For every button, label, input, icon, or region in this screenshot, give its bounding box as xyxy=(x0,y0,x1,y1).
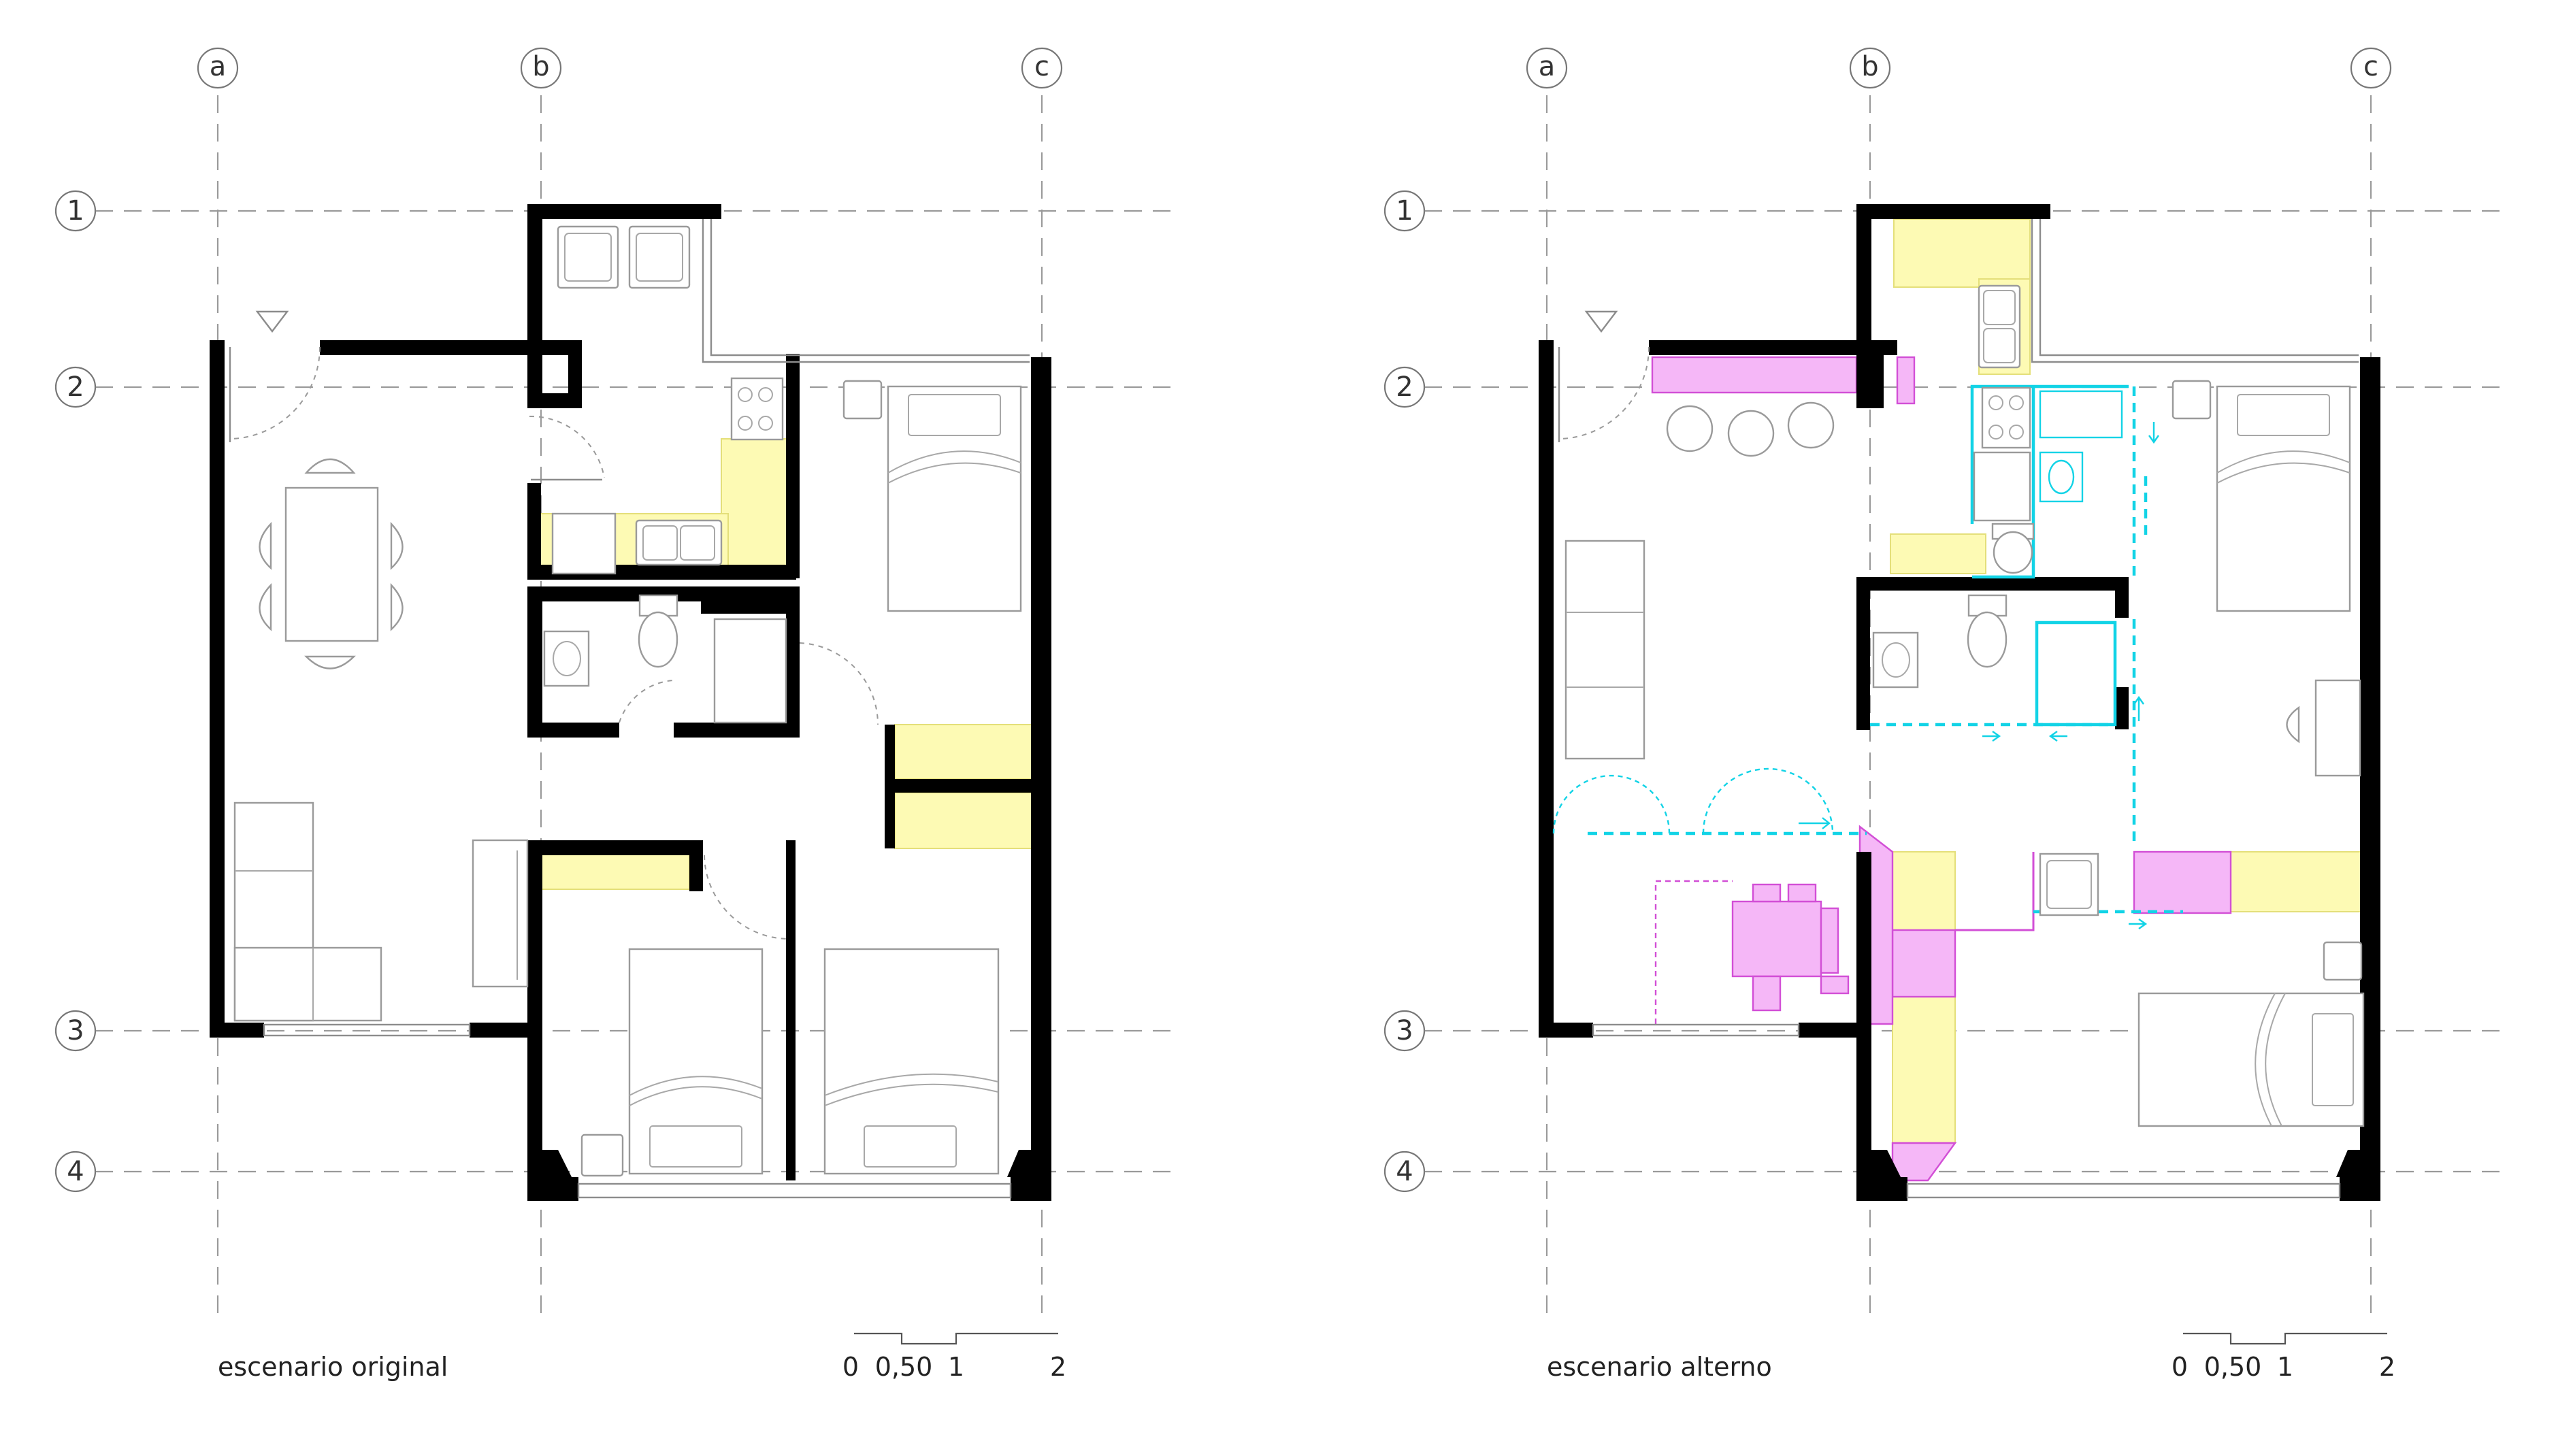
grid-row-label: 3 xyxy=(67,1015,84,1046)
scale-label: 0 xyxy=(2172,1352,2188,1382)
grid-row-label: 3 xyxy=(1396,1015,1413,1046)
grid-column-markers: a b c xyxy=(197,47,1063,89)
furniture xyxy=(1558,284,2365,1127)
grid-row-label: 4 xyxy=(1396,1156,1413,1187)
plan-caption: escenario alterno xyxy=(1547,1352,1772,1382)
scale-label: 0,50 xyxy=(2204,1352,2262,1382)
furniture xyxy=(229,225,1022,1177)
grid-row-markers: 1 2 3 4 xyxy=(54,190,97,1193)
grid-row-label: 4 xyxy=(67,1156,84,1187)
scale-label: 0,50 xyxy=(875,1352,933,1382)
new-furniture xyxy=(1651,356,2232,1182)
windows xyxy=(1592,219,2359,1199)
grid-column-label: c xyxy=(1034,51,1049,82)
grid-column-label: a xyxy=(210,51,227,82)
scale-bar: 0 0,50 1 2 xyxy=(842,1332,1066,1382)
scale-label: 2 xyxy=(1050,1352,1066,1382)
windows xyxy=(263,219,1030,1199)
walls xyxy=(210,204,1051,1201)
grid-column-label: b xyxy=(1861,51,1878,82)
grid-column-label: c xyxy=(2363,51,2378,82)
scale-label: 1 xyxy=(948,1352,964,1382)
grid-column-label: a xyxy=(1539,51,1556,82)
scale-label: 2 xyxy=(2379,1352,2395,1382)
grid-row-label: 2 xyxy=(67,371,84,403)
grid-row-label: 2 xyxy=(1396,371,1413,403)
grid-row-label: 1 xyxy=(1396,195,1413,227)
scale-label: 1 xyxy=(2277,1352,2293,1382)
scale-label: 0 xyxy=(842,1352,859,1382)
grid-row-label: 1 xyxy=(67,195,84,227)
plan-caption: escenario original xyxy=(218,1352,448,1382)
grid-row-markers: 1 2 3 4 xyxy=(1383,190,1426,1193)
plan-original: a b c 1 2 3 4 xyxy=(54,47,1174,1382)
grid-column-label: b xyxy=(532,51,549,82)
scale-bar: 0 0,50 1 2 xyxy=(2172,1332,2395,1382)
grid-column-markers: a b c xyxy=(1526,47,2392,89)
plan-alterno: a b c 1 2 3 4 xyxy=(1383,47,2503,1382)
